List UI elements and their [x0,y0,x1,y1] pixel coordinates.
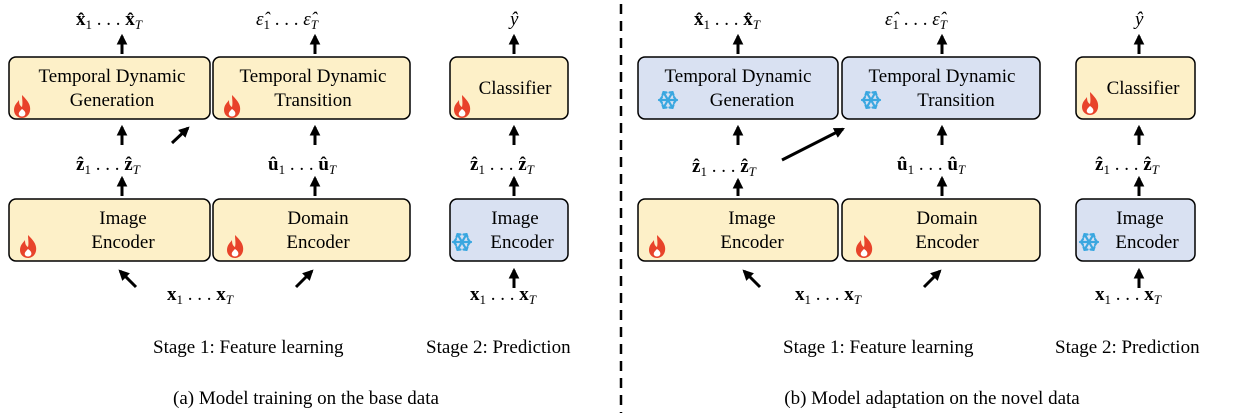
arrow-x-to-img-enc [118,269,138,289]
caption-b: (b) Model adaptation on the novel data [784,388,1080,409]
x-sequence-label-stage2: x1 . . . xT [1095,284,1162,307]
img-enc-line2: Encoder [91,232,155,253]
epsilon-hat-sequence-label: ε̂1 . . . ε̂T [885,9,948,32]
y-hat-label: ŷ [508,9,519,30]
x-sequence-label-stage2: x1 . . . xT [470,284,537,307]
dom-enc-line1: Domain [916,208,978,229]
classifier-box [1075,56,1196,120]
dom-enc-line1: Domain [287,208,349,229]
stage2-label: Stage 2: Prediction [426,337,571,358]
arrow-x-to-dom-enc [294,269,314,289]
tdg-line2: Generation [710,90,795,111]
img-enc-line1: Image [99,208,146,229]
stage1-label: Stage 1: Feature learning [153,337,344,358]
tdt-line1: Temporal Dynamic [240,66,387,87]
tdt-line2: Transition [917,90,995,111]
classifier-label: Classifier [1107,78,1180,99]
img-enc2-line2: Encoder [490,232,554,253]
dom-enc-line2: Encoder [286,232,350,253]
dom-enc-line2: Encoder [915,232,979,253]
arrow-z-to-tdt [781,127,845,162]
x-sequence-label: x1 . . . xT [795,284,862,307]
stage2-label: Stage 2: Prediction [1055,337,1200,358]
img-enc2-line1: Image [1116,208,1163,229]
img-enc2-line2: Encoder [1115,232,1179,253]
temporal-dynamic-transition-box [841,56,1041,120]
u-hat-sequence-label: û1 . . . ûT [897,154,966,177]
domain-encoder-box [841,198,1041,262]
z-hat-sequence-label-stage2: ẑ1 . . . ẑT [470,154,535,177]
z-hat-sequence-label: ẑ1 . . . ẑT [692,156,757,179]
arrow-z-to-tdt [170,126,190,145]
arrow-x-to-dom-enc [922,269,942,289]
u-hat-sequence-label: û1 . . . ûT [268,154,337,177]
tdg-line2: Generation [70,90,155,111]
classifier-box [449,56,569,120]
tdt-line2: Transition [274,90,352,111]
temporal-dynamic-transition-box [212,56,411,120]
tdg-line1: Temporal Dynamic [665,66,812,87]
img-enc-line1: Image [728,208,775,229]
image-encoder-box [637,198,839,262]
epsilon-hat-sequence-label: ε̂1 . . . ε̂T [256,9,319,32]
classifier-label: Classifier [479,78,552,99]
domain-encoder-box [212,198,411,262]
panel-a: x̂1 . . . x̂T ε̂1 . . . ε̂T ŷ Temporal D… [8,9,571,409]
tdg-line1: Temporal Dynamic [39,66,186,87]
tdt-line1: Temporal Dynamic [869,66,1016,87]
image-encoder-frozen-box [449,198,569,262]
z-hat-sequence-label-stage2: ẑ1 . . . ẑT [1095,154,1160,177]
y-hat-label: ŷ [1133,9,1144,30]
image-encoder-frozen-box [1075,198,1196,262]
arrow-x-to-img-enc [742,269,762,289]
image-encoder-box [8,198,211,262]
stage1-label: Stage 1: Feature learning [783,337,974,358]
z-hat-sequence-label: ẑ1 . . . ẑT [76,154,141,177]
x-sequence-label: x1 . . . xT [167,284,234,307]
panel-b: x̂1 . . . x̂T ε̂1 . . . ε̂T ŷ Temporal D… [637,9,1200,409]
img-enc-line2: Encoder [720,232,784,253]
temporal-dynamic-generation-box [637,56,839,120]
x-hat-sequence-label: x̂1 . . . x̂T [694,9,761,32]
img-enc2-line1: Image [491,208,538,229]
caption-a: (a) Model training on the base data [173,388,439,409]
x-hat-sequence-label: x̂1 . . . x̂T [76,9,143,32]
temporal-dynamic-generation-box [8,56,211,120]
